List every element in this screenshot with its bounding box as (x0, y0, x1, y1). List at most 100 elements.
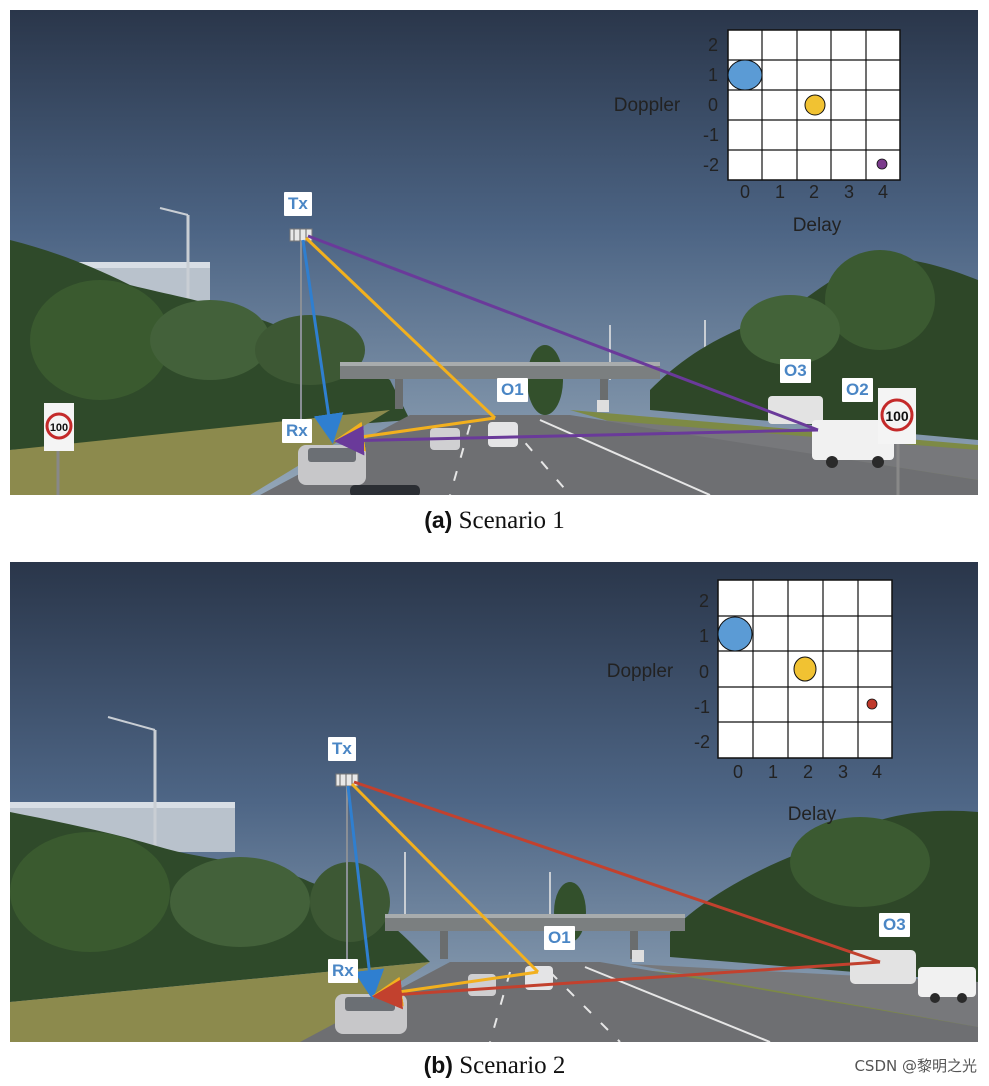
caption-label: (b) (423, 1052, 453, 1078)
caption-scenario-1: (a) Scenario 1 (0, 507, 989, 535)
tree (30, 280, 170, 400)
o3-rx-path (372, 960, 881, 1010)
ute (918, 967, 976, 997)
tx-o1-path (304, 236, 497, 420)
tree (255, 315, 365, 385)
o2-path-dot (876, 158, 888, 170)
delay-doppler-grid: 2 1 0 -1 -2 0 1 2 3 4 Doppler Delay (607, 579, 893, 825)
caption-scenario-2: (b) Scenario 2 (0, 1052, 989, 1080)
car (632, 950, 644, 962)
road-right (600, 420, 978, 480)
tree (150, 300, 270, 380)
x-tick: 1 (768, 762, 778, 782)
speed-sign-number: 100 (50, 422, 68, 434)
x-tick: 0 (733, 762, 743, 782)
rx-label: Rx (328, 959, 358, 983)
tree (310, 862, 390, 942)
car-foreground (350, 485, 420, 495)
o3-caravan (768, 396, 823, 424)
overpass-pillar (395, 379, 403, 409)
x-tick: 2 (803, 762, 813, 782)
speed-sign-number: 100 (885, 408, 909, 424)
overpass-pillar (440, 931, 448, 959)
o2-label: O2 (842, 378, 873, 402)
tx-o2-path (307, 234, 819, 432)
street-light-arm (107, 716, 156, 731)
direct-path-dot (717, 616, 753, 652)
wheel (957, 993, 967, 1003)
overpass-rail (385, 914, 685, 918)
y-tick: 2 (708, 35, 718, 55)
direct-path (301, 239, 344, 444)
watermark: CSDN @黎明之光 (854, 1057, 977, 1075)
x-tick: 2 (809, 182, 819, 202)
o1-path-dot (793, 656, 817, 682)
o3-label: O3 (780, 359, 811, 383)
o1-path-dot (804, 94, 826, 116)
delay-doppler-grid: 2 1 0 -1 -2 0 1 2 3 4 Doppler Delay (614, 29, 901, 236)
x-axis-title: Delay (788, 804, 837, 825)
x-tick: 4 (878, 182, 888, 202)
y-axis-title: Doppler (607, 661, 674, 682)
wheel (872, 456, 884, 468)
overpass (385, 917, 685, 931)
scenario-2-panel: 2 1 0 -1 -2 0 1 2 3 4 Doppler Delay Tx R… (10, 562, 978, 1042)
wheel (826, 456, 838, 468)
caption-text: Scenario 2 (459, 1052, 566, 1079)
speed-sign-left (44, 403, 74, 451)
rx-car-window (345, 997, 395, 1011)
overpass (340, 365, 660, 379)
tree (170, 857, 310, 947)
o2-rx-path (334, 425, 819, 456)
y-tick: 0 (699, 662, 709, 682)
lane-marking (509, 424, 571, 495)
x-tick: 3 (844, 182, 854, 202)
lane-edge (539, 419, 711, 495)
tx-label: Tx (328, 737, 356, 761)
grass-left (10, 962, 430, 1042)
y-tick: 2 (699, 591, 709, 611)
speed-sign-ring (45, 412, 73, 440)
caption-label: (a) (424, 507, 453, 533)
x-tick: 3 (838, 762, 848, 782)
street-light-arm (159, 207, 189, 216)
overpass-rail (340, 362, 660, 366)
caption-text: Scenario 1 (458, 507, 565, 534)
car (597, 400, 609, 412)
y-tick: 1 (708, 65, 718, 85)
rx-car-window (308, 448, 356, 462)
x-tick: 4 (872, 762, 882, 782)
speed-sign-right (878, 388, 916, 444)
tree (527, 345, 563, 415)
overpass-pillar (630, 931, 638, 959)
tree (740, 295, 840, 365)
building-roof (10, 262, 210, 268)
direct-path-dot (727, 59, 763, 91)
scenario-1-panel: 100 100 (10, 10, 978, 495)
o2-ute (812, 420, 894, 460)
tx-antenna-icon (335, 773, 359, 787)
o3-path-dot (866, 698, 878, 710)
x-axis-title: Delay (793, 215, 842, 236)
overpass-pillar (600, 379, 608, 409)
y-tick: 1 (699, 626, 709, 646)
tx-o3-path (353, 780, 881, 964)
o1-rx-path (372, 970, 539, 1007)
rx-label: Rx (282, 419, 312, 443)
scenario-1-scene: 100 100 (10, 10, 978, 495)
x-tick: 0 (740, 182, 750, 202)
o1-label: O1 (497, 378, 528, 402)
y-axis-title: Doppler (614, 95, 681, 116)
scenario-2-scene: 2 1 0 -1 -2 0 1 2 3 4 Doppler Delay (10, 562, 978, 1042)
y-tick: -1 (694, 697, 710, 717)
y-tick: -2 (694, 732, 710, 752)
o1-rx-path (334, 416, 496, 452)
o1-label: O1 (544, 926, 575, 950)
y-tick: -2 (703, 155, 719, 175)
tx-label: Tx (284, 192, 312, 216)
lane-marking (549, 971, 621, 1042)
tx-o1-path (350, 782, 540, 974)
o3-label: O3 (879, 913, 910, 937)
speed-sign-ring (880, 398, 914, 432)
tree (10, 832, 170, 952)
